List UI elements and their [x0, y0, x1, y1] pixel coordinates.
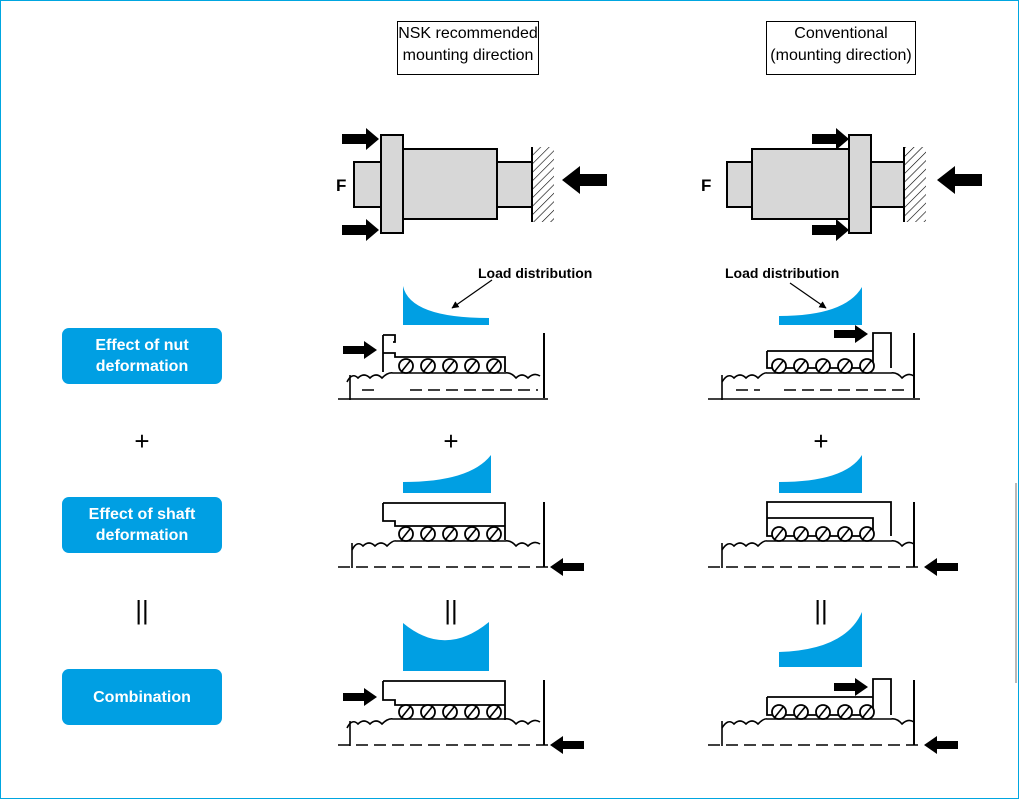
row-label-nut-line2: deformation — [95, 358, 189, 375]
ball-element-stroke — [862, 360, 872, 372]
column-header-nsk-line2: mounting direction — [402, 47, 534, 64]
equals-operator-right: || — [814, 595, 828, 625]
ball-element-stroke — [401, 360, 411, 372]
ball-element-stroke — [489, 706, 499, 718]
ball-element-stroke — [818, 528, 828, 540]
screw-section-nut-nsk — [338, 333, 548, 400]
row-label-nut-deformation: Effect of nut deformation — [62, 328, 222, 384]
arrow-icon — [834, 678, 868, 696]
equals-operator-left: || — [444, 595, 458, 625]
column-header-nsk-line1: NSK recommended — [398, 25, 538, 42]
ball-element-stroke — [840, 528, 850, 540]
ball-element-stroke — [467, 528, 477, 540]
equals-operator-label: || — [135, 595, 149, 625]
load-distribution-nut-conventional — [779, 287, 862, 325]
row-label-combination: Combination — [62, 669, 222, 725]
arrow-icon — [834, 325, 868, 343]
arrow-icon — [924, 736, 958, 754]
load-distribution-combination-conventional — [779, 612, 862, 667]
load-distribution-label-left: Load distribution — [478, 265, 593, 281]
mounting-drawing-nsk — [342, 128, 607, 241]
arrow-icon — [343, 341, 377, 359]
ball-element-stroke — [840, 706, 850, 718]
scroll-edge-line — [1015, 483, 1017, 683]
arrow-icon — [343, 688, 377, 706]
ball-element-stroke — [796, 706, 806, 718]
arrow-icon — [562, 166, 607, 194]
ball-element-stroke — [423, 528, 433, 540]
ball-element-stroke — [467, 360, 477, 372]
ball-element-stroke — [774, 706, 784, 718]
load-distribution-shaft-conventional — [779, 455, 862, 493]
force-label-left: F — [336, 176, 347, 195]
ball-element-stroke — [796, 360, 806, 372]
ball-element-stroke — [423, 706, 433, 718]
arrow-icon — [937, 166, 982, 194]
screw-section-shaft-conventional — [708, 501, 958, 576]
load-distribution-nut-nsk — [403, 286, 489, 325]
ball-element-stroke — [862, 528, 872, 540]
row-label-nut-line1: Effect of nut — [95, 337, 189, 354]
column-header-conventional: Conventional (mounting direction) — [766, 21, 916, 75]
column-header-nsk: NSK recommended mounting direction — [397, 21, 539, 75]
plus-operator-label: + — [134, 426, 150, 456]
ball-element-stroke — [489, 528, 499, 540]
ball-element-stroke — [840, 360, 850, 372]
screw-section-shaft-nsk — [338, 502, 584, 576]
mounting-drawing-conventional — [726, 128, 982, 241]
ball-element-stroke — [818, 360, 828, 372]
row-label-combination-line1: Combination — [93, 688, 191, 706]
ball-element-stroke — [401, 528, 411, 540]
ball-element-stroke — [445, 360, 455, 372]
ball-groups — [398, 358, 875, 720]
screw-section-nut-conventional — [708, 325, 920, 400]
ball-element-stroke — [774, 360, 784, 372]
ball-element-stroke — [467, 706, 477, 718]
plus-operator-right: + — [813, 426, 829, 456]
ball-element-stroke — [445, 706, 455, 718]
screw-section-combination-nsk — [338, 680, 584, 754]
row-label-shaft-deformation: Effect of shaft deformation — [62, 497, 222, 553]
screw-section-combination-conventional — [708, 678, 958, 754]
arrow-icon — [550, 558, 584, 576]
ball-element-stroke — [818, 706, 828, 718]
load-distribution-label-right: Load distribution — [725, 265, 840, 281]
ball-element-stroke — [445, 528, 455, 540]
arrow-icon — [812, 128, 849, 150]
ball-element-stroke — [862, 706, 872, 718]
column-header-conventional-line2: (mounting direction) — [770, 47, 912, 64]
arrow-icon — [342, 128, 379, 150]
arrow-icon — [342, 219, 379, 241]
load-distribution-shaft-nsk — [403, 455, 491, 493]
ball-element-stroke — [401, 706, 411, 718]
ball-element-stroke — [774, 528, 784, 540]
arrow-icon — [924, 558, 958, 576]
plus-operator-left: + — [443, 426, 459, 456]
row-label-shaft-line2: deformation — [95, 527, 189, 544]
arrow-icon — [550, 736, 584, 754]
force-label-right: F — [701, 176, 712, 195]
ball-element-stroke — [423, 360, 433, 372]
ball-element-stroke — [796, 528, 806, 540]
load-distribution-combination-nsk — [403, 622, 489, 671]
column-header-conventional-line1: Conventional — [794, 25, 888, 42]
ball-element-stroke — [489, 360, 499, 372]
arrow-icon — [812, 219, 849, 241]
row-label-shaft-line1: Effect of shaft — [88, 506, 196, 523]
